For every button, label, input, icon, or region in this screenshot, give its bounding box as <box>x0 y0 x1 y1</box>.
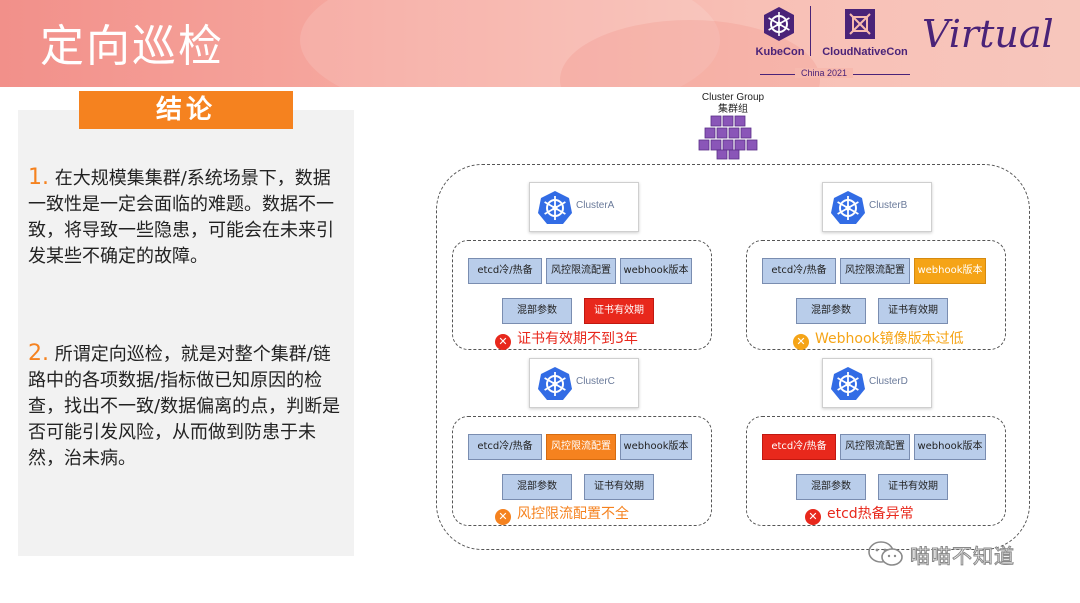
check-item-chip: 证书有效期 <box>584 298 654 324</box>
point-number: 1. <box>28 165 49 190</box>
conclusion-tag: 结论 <box>79 91 293 129</box>
issue-text: etcd热备异常 <box>827 506 914 522</box>
kubernetes-icon <box>536 365 574 403</box>
check-item-chip: 混部参数 <box>502 474 572 500</box>
check-item-chip: 证书有效期 <box>878 298 948 324</box>
check-item-chip: 风控限流配置 <box>840 434 910 460</box>
cluster-check-box <box>746 240 1006 350</box>
cluster-name: ClusterA <box>576 200 615 211</box>
cluster-name: ClusterB <box>869 200 908 211</box>
point-number: 2. <box>28 341 49 366</box>
issue-text: 风控限流配置不全 <box>517 506 629 522</box>
cluster-card: ClusterC <box>529 358 639 408</box>
logo-divider <box>810 6 811 56</box>
cloudnativecon-label: CloudNativeCon <box>822 46 908 58</box>
cluster-card: ClusterD <box>822 358 932 408</box>
watermark-text: 喵喵不知道 <box>910 543 1015 568</box>
error-icon: ✕ <box>793 334 809 350</box>
kubecon-logo-icon <box>764 7 794 41</box>
check-item-chip: etcd冷/热备 <box>468 258 542 284</box>
wechat-icon <box>868 541 903 566</box>
virtual-label: Virtual <box>922 12 1054 56</box>
conclusion-panel <box>18 110 354 556</box>
cloudnativecon-logo-icon <box>845 9 875 39</box>
cluster-name: ClusterD <box>869 376 908 387</box>
cluster-check-box <box>452 416 712 526</box>
issue-text: Webhook镜像版本过低 <box>815 331 964 347</box>
header-decoration <box>300 0 720 87</box>
cluster-group-label: Cluster Group 集群组 <box>690 92 776 116</box>
check-item-chip: webhook版本 <box>620 434 692 460</box>
cluster-issue: ✕ 证书有效期不到3年 <box>495 330 638 350</box>
event-logo: KubeCon CloudNativeCon China 2021 Virtua… <box>740 4 1080 84</box>
check-item-chip: 风控限流配置 <box>546 434 616 460</box>
check-item-chip: etcd冷/热备 <box>762 434 836 460</box>
error-icon: ✕ <box>805 509 821 525</box>
check-item-chip: 证书有效期 <box>584 474 654 500</box>
event-label: China 2021 <box>795 68 854 78</box>
kubernetes-icon <box>829 189 867 227</box>
check-item-chip: webhook版本 <box>914 434 986 460</box>
kubernetes-icon <box>536 189 574 227</box>
cluster-group-label-cn: 集群组 <box>718 104 748 115</box>
conclusion-point-2: 2. 所谓定向巡检，就是对整个集群/链路中的各项数据/指标做已知原因的检查，找出… <box>28 341 346 472</box>
kubernetes-icon <box>829 365 867 403</box>
kubecon-label: KubeCon <box>755 46 805 58</box>
cluster-card: ClusterA <box>529 182 639 232</box>
check-item-chip: 混部参数 <box>796 298 866 324</box>
error-icon: ✕ <box>495 334 511 350</box>
check-item-chip: 风控限流配置 <box>546 258 616 284</box>
point-text: 在大规模集集群/系统场景下，数据一致性是一定会面临的难题。数据不一致，将导致一些… <box>28 168 334 267</box>
page-title: 定向巡检 <box>40 21 224 72</box>
cluster-issue: ✕ etcd热备异常 <box>805 505 914 525</box>
issue-text: 证书有效期不到3年 <box>517 331 638 347</box>
cluster-name: ClusterC <box>576 376 615 387</box>
cluster-check-box <box>452 240 712 350</box>
check-item-chip: 混部参数 <box>796 474 866 500</box>
conclusion-point-1: 1. 在大规模集集群/系统场景下，数据一致性是一定会面临的难题。数据不一致，将导… <box>28 165 346 270</box>
check-item-chip: webhook版本 <box>620 258 692 284</box>
slide-header: 定向巡检 KubeCon CloudNativeCon China 2021 V <box>0 0 1080 87</box>
cluster-group-boundary <box>436 164 1030 550</box>
check-item-chip: webhook版本 <box>914 258 986 284</box>
check-item-chip: 风控限流配置 <box>840 258 910 284</box>
check-item-chip: 证书有效期 <box>878 474 948 500</box>
watermark: 喵喵不知道 <box>866 539 1015 569</box>
cluster-check-box <box>746 416 1006 526</box>
cluster-issue: ✕ 风控限流配置不全 <box>495 505 629 525</box>
cluster-group-label-en: Cluster Group <box>701 92 765 103</box>
cluster-card: ClusterB <box>822 182 932 232</box>
point-text: 所谓定向巡检，就是对整个集群/链路中的各项数据/指标做已知原因的检查，找出不一致… <box>28 344 341 469</box>
check-item-chip: 混部参数 <box>502 298 572 324</box>
check-item-chip: etcd冷/热备 <box>762 258 836 284</box>
check-item-chip: etcd冷/热备 <box>468 434 542 460</box>
cluster-issue: ✕ Webhook镜像版本过低 <box>793 330 964 350</box>
cluster-group-icon <box>698 115 758 160</box>
error-icon: ✕ <box>495 509 511 525</box>
